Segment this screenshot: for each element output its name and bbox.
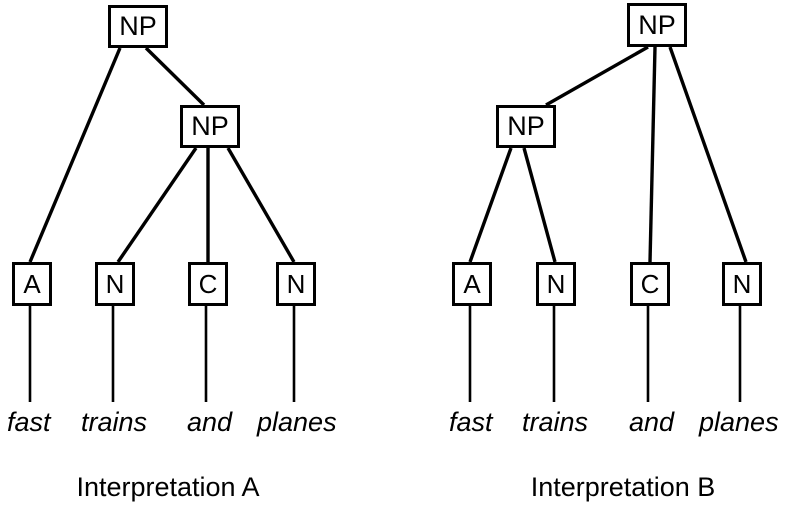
terminal-b-word-and: and [629, 407, 675, 437]
terminal-b-word-planes: planes [699, 407, 779, 437]
tree-branch-b-np-root-to-b-pos-c [648, 46, 657, 263]
node-a-pos-n2: N [276, 262, 316, 306]
node-b-pos-a: A [452, 262, 492, 306]
node-a-pos-c: C [188, 262, 228, 306]
node-b-pos-n1: N [536, 262, 576, 306]
tree-branch-b-np-inner-to-b-pos-n1 [522, 147, 557, 263]
tree-branch-b-np-inner-to-b-pos-a [468, 147, 513, 263]
terminal-a-word-fast: fast [7, 407, 51, 437]
tree-branch-a-np-root-to-a-pos-a [28, 47, 122, 263]
caption-tree-a: Interpretation A [76, 472, 260, 502]
node-b-np-root: NP [627, 3, 687, 47]
terminal-b-word-fast: fast [449, 407, 493, 437]
terminal-b-word-trains: trains [522, 407, 589, 437]
branch-lines [28, 45, 748, 263]
tree-branch-a-np-inner-to-a-pos-n2 [226, 147, 296, 263]
node-a-np-inner: NP [180, 105, 240, 148]
tree-branch-b-np-root-to-b-pos-n2 [668, 46, 748, 263]
tree-branch-a-np-root-to-a-np-inner [144, 46, 206, 107]
terminal-a-word-planes: planes [257, 407, 337, 437]
tree-branch-b-np-root-to-b-np-inner [545, 45, 649, 107]
caption-tree-b: Interpretation B [530, 472, 716, 502]
tree-branch-a-np-inner-to-a-pos-n1 [116, 147, 198, 263]
terminal-a-word-and: and [187, 407, 233, 437]
node-a-pos-a: A [12, 262, 52, 306]
leaf-stem-lines [28, 306, 742, 402]
node-a-pos-n1: N [95, 262, 135, 306]
node-b-np-inner: NP [496, 105, 556, 148]
terminal-a-word-trains: trains [81, 407, 148, 437]
node-a-np-root: NP [108, 5, 168, 48]
node-b-pos-n2: N [722, 262, 762, 306]
node-b-pos-c: C [630, 262, 670, 306]
